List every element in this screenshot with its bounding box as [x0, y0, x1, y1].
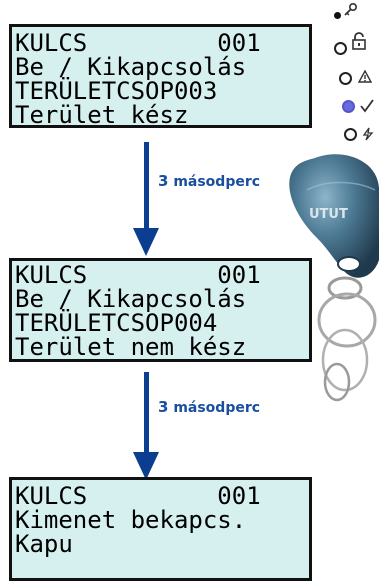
arrow-2-unit: másodperc	[173, 400, 261, 416]
arrow-2-label: 3 másodperc	[158, 398, 260, 416]
check-icon	[360, 99, 374, 113]
warning-icon	[358, 70, 372, 83]
lcd-line: Be / Kikapcsolás	[15, 53, 247, 81]
led-off	[339, 72, 352, 85]
led-lit	[342, 100, 355, 113]
key-fob-image: UTUT	[289, 154, 379, 402]
lcd-screen-2: KULCS 001 Be / Kikapcsolás TERÜLETCSOP00…	[9, 258, 312, 362]
led-off	[344, 128, 357, 141]
arrow-1-unit: másodperc	[173, 174, 261, 190]
lcd-line: Be / Kikapcsolás	[15, 285, 247, 313]
lcd-line: Kapu	[15, 530, 73, 558]
arrow-1-head	[133, 228, 159, 256]
unlock-icon	[352, 32, 366, 50]
led-off	[334, 42, 347, 55]
arrow-2-shaft	[144, 372, 149, 456]
status-indicator-panel	[326, 0, 379, 210]
lcd-line: KULCS 001	[15, 482, 261, 510]
arrow-1-number: 3	[158, 172, 169, 190]
lcd-line: TERÜLETCSOP003	[15, 77, 218, 105]
lcd-line	[15, 556, 309, 578]
fob-brand: UTUT	[309, 207, 348, 222]
power-fault-icon	[362, 127, 374, 141]
lcd-line: KULCS 001	[15, 29, 261, 57]
led-dot	[334, 12, 341, 19]
arrow-1-shaft	[144, 142, 149, 232]
lcd-line: Terület kész	[15, 101, 189, 128]
lcd-line: TERÜLETCSOP004	[15, 309, 218, 337]
lcd-line: KULCS 001	[15, 261, 261, 289]
lcd-screen-3: KULCS 001 Kimenet bekapcs. Kapu	[9, 477, 312, 581]
arrow-2-number: 3	[158, 398, 169, 416]
lcd-line: Kimenet bekapcs.	[15, 506, 247, 534]
arrow-1-label: 3 másodperc	[158, 172, 260, 190]
key-icon	[344, 2, 358, 16]
lcd-line: Terület nem kész	[15, 333, 247, 361]
lcd-screen-1: KULCS 001 Be / Kikapcsolás TERÜLETCSOP00…	[9, 24, 312, 128]
arrow-2-head	[133, 452, 159, 480]
